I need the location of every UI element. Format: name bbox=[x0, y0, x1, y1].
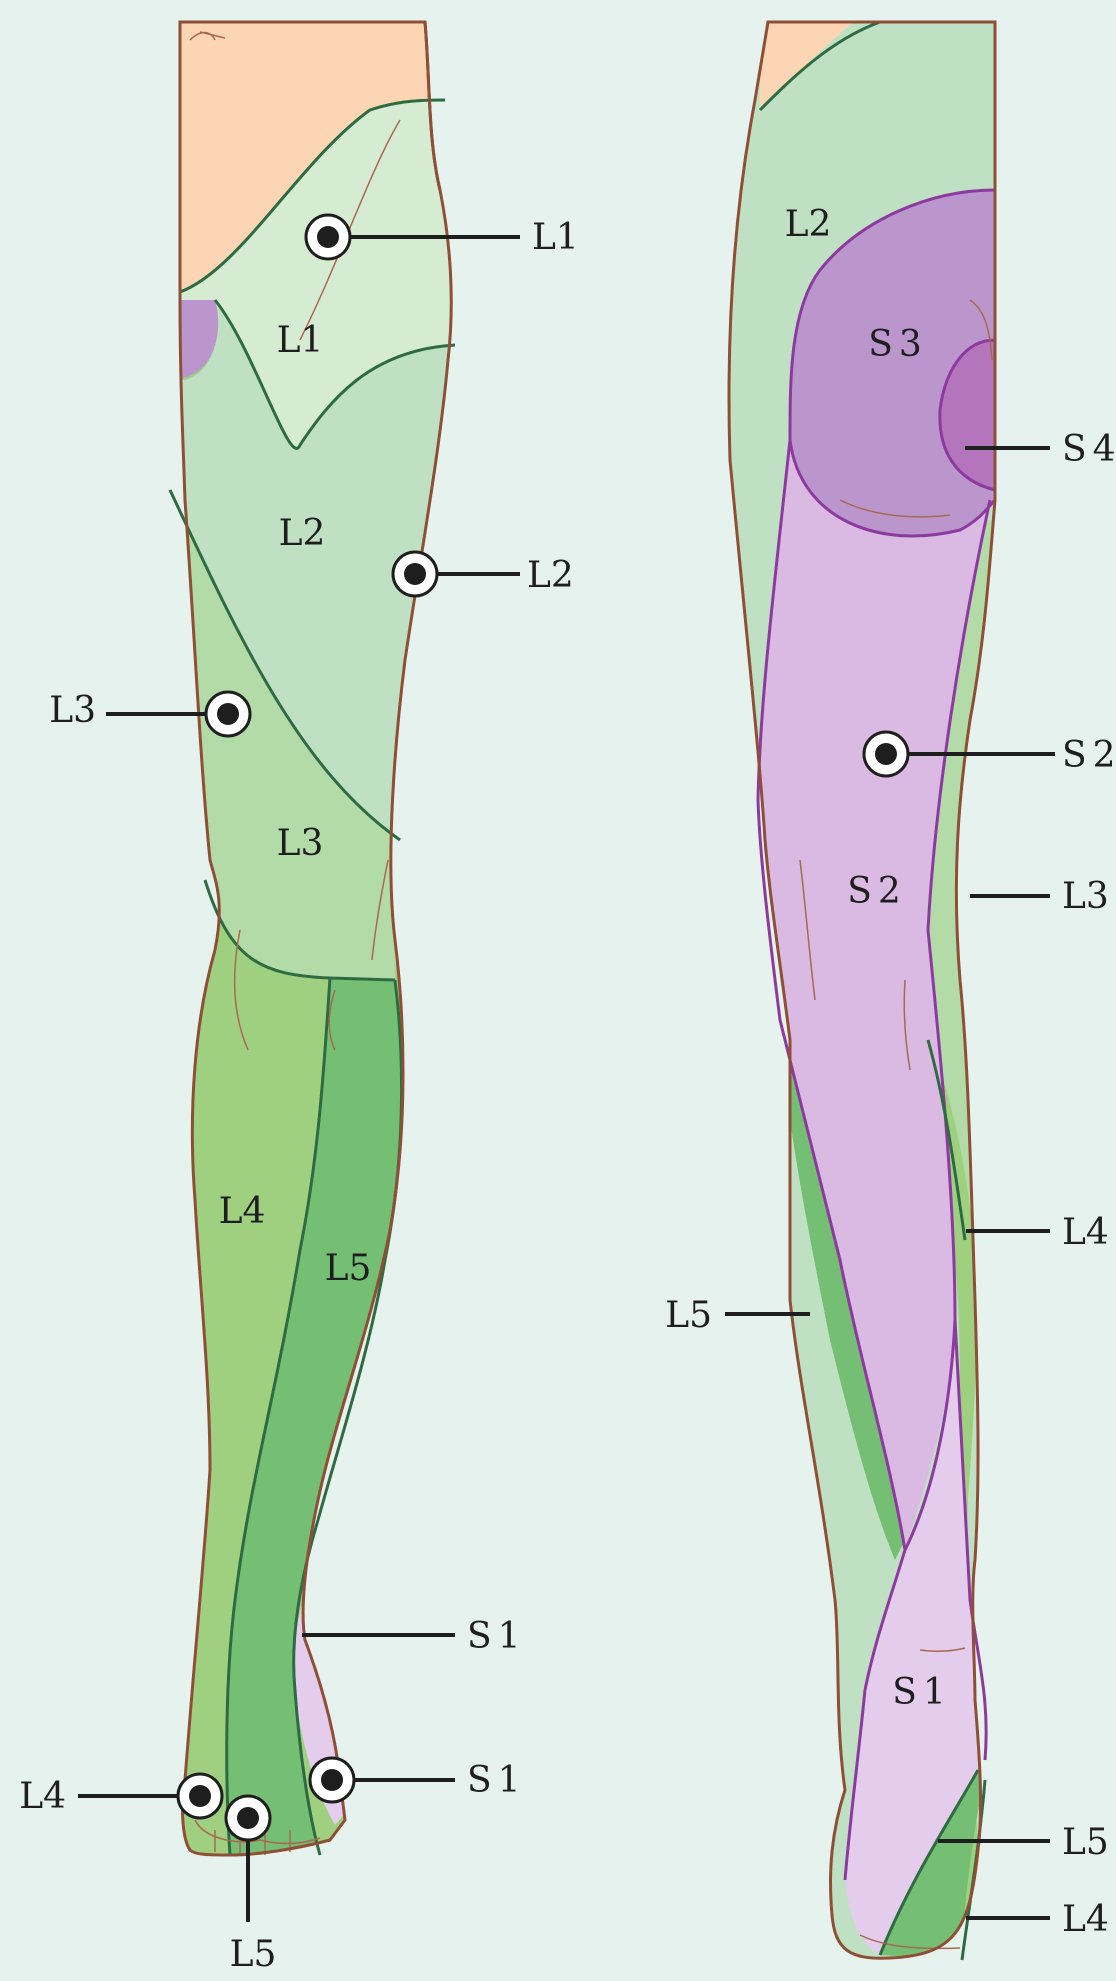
test-point-icon bbox=[393, 552, 437, 596]
front-label-l2: L2 bbox=[279, 513, 326, 554]
test-point-icon bbox=[310, 1758, 354, 1802]
front-callout-l3: L3 bbox=[49, 690, 96, 731]
front-callout-s1-bottom: S1 bbox=[467, 1760, 527, 1801]
test-point-icon bbox=[178, 1774, 222, 1818]
back-label-s3: S3 bbox=[868, 324, 928, 365]
back-label-l2: L2 bbox=[785, 204, 832, 245]
back-callout-l5-left: L5 bbox=[665, 1295, 712, 1336]
back-label-s1: S1 bbox=[892, 1672, 952, 1713]
back-callout-s4: S4 bbox=[1062, 429, 1116, 470]
front-callout-s1-top: S1 bbox=[467, 1616, 527, 1657]
back-callout-l4-foot: L4 bbox=[1062, 1899, 1109, 1940]
test-point-icon bbox=[226, 1796, 270, 1840]
front-callout-l5: L5 bbox=[230, 1934, 277, 1975]
front-label-l5: L5 bbox=[325, 1248, 372, 1289]
back-label-s2: S2 bbox=[847, 871, 907, 912]
front-leg bbox=[150, 0, 470, 1900]
front-label-l3: L3 bbox=[277, 823, 324, 864]
front-label-l1: L1 bbox=[277, 320, 324, 361]
back-callout-l3: L3 bbox=[1062, 876, 1109, 917]
test-point-icon bbox=[206, 692, 250, 736]
front-label-l4: L4 bbox=[219, 1191, 266, 1232]
front-callout-l2: L2 bbox=[527, 555, 574, 596]
back-callout-l4: L4 bbox=[1062, 1212, 1109, 1253]
test-point-icon bbox=[864, 732, 908, 776]
test-point-icon bbox=[306, 215, 350, 259]
back-callout-l5-foot: L5 bbox=[1062, 1822, 1109, 1863]
back-leg bbox=[700, 0, 1020, 1976]
front-callout-l4: L4 bbox=[19, 1776, 66, 1817]
back-callout-s2: S2 bbox=[1062, 735, 1116, 776]
front-callout-l1: L1 bbox=[532, 217, 579, 258]
